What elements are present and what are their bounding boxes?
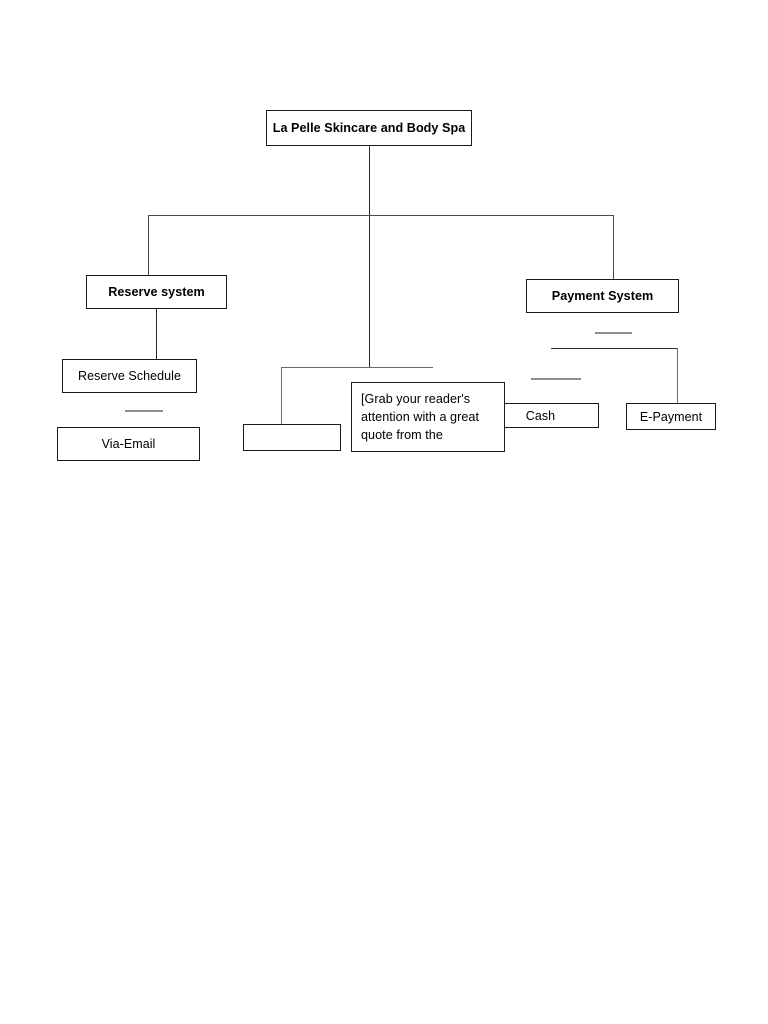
node-e-payment[interactable]: E-Payment (626, 403, 716, 430)
node-via-email[interactable]: Via-Email (57, 427, 200, 461)
connector-main-bus (148, 215, 614, 217)
connector-drop-payment-system (613, 215, 615, 281)
connector-drop-e-payment (677, 348, 679, 404)
node-root[interactable]: La Pelle Skincare and Body Spa (266, 110, 472, 146)
connector-drop-reserve-system (148, 215, 150, 277)
node-payment-system[interactable]: Payment System (526, 279, 679, 313)
node-quote-placeholder[interactable]: [Grab your reader's attention with a gre… (351, 382, 505, 452)
connector-faint-cash (531, 378, 581, 380)
connector-faint-via-email (125, 410, 163, 412)
connector-lower-middle-bus (281, 367, 433, 369)
node-unlabeled-box[interactable] (243, 424, 341, 451)
node-reserve-system[interactable]: Reserve system (86, 275, 227, 309)
connector-drop-blank-box (281, 367, 283, 425)
connector-faint-payment-upper (595, 332, 632, 334)
connector-payment-sub-bus (551, 348, 678, 350)
node-reserve-schedule[interactable]: Reserve Schedule (62, 359, 197, 393)
connector-root-stem (369, 145, 371, 368)
connector-reserve-to-schedule (156, 308, 158, 360)
